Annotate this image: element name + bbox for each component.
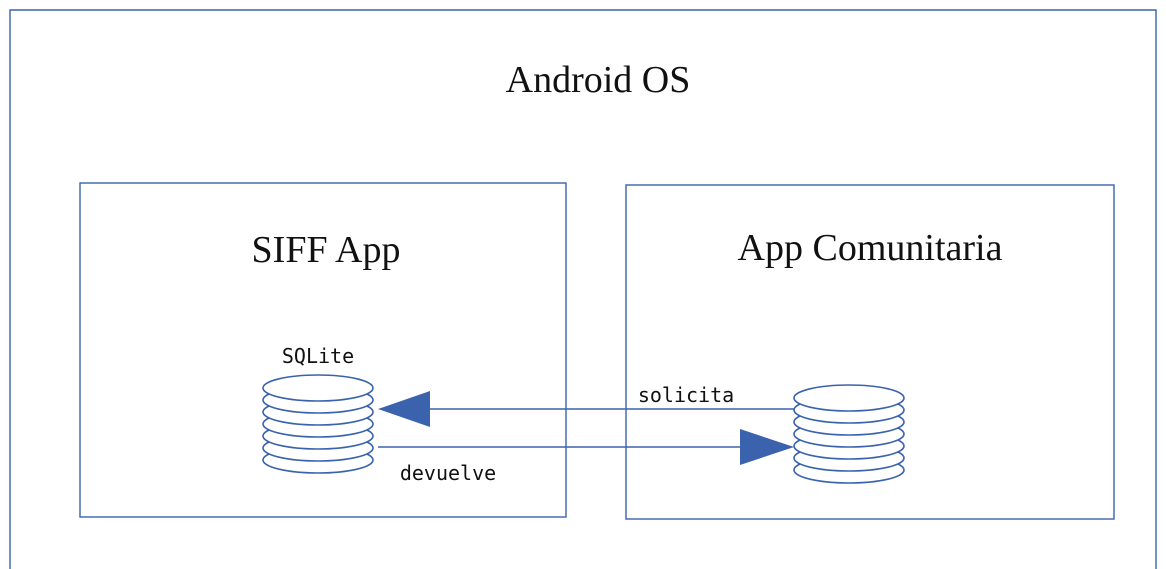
siff-app-box — [79, 182, 567, 518]
request-connector: solicita — [378, 383, 794, 427]
database-icon — [793, 384, 905, 484]
siff-app-node: SIFF App SQLite — [79, 182, 567, 518]
response-label: devuelve — [400, 461, 496, 485]
sqlite-label: SQLite — [282, 344, 354, 368]
siff-app-title: SIFF App — [252, 229, 401, 271]
android-os-boundary — [9, 9, 1157, 569]
database-disk — [793, 384, 905, 412]
community-app-title: App Comunitaria — [738, 227, 1003, 269]
request-arrowhead — [378, 391, 430, 427]
community-app-box — [625, 184, 1115, 520]
response-arrowhead — [740, 429, 794, 465]
request-label: solicita — [638, 383, 734, 407]
community-app-node: App Comunitaria — [625, 184, 1115, 520]
response-connector: devuelve — [378, 429, 794, 485]
database-icon — [262, 374, 374, 474]
android-os-title: Android OS — [506, 59, 691, 101]
database-disk — [262, 374, 374, 402]
